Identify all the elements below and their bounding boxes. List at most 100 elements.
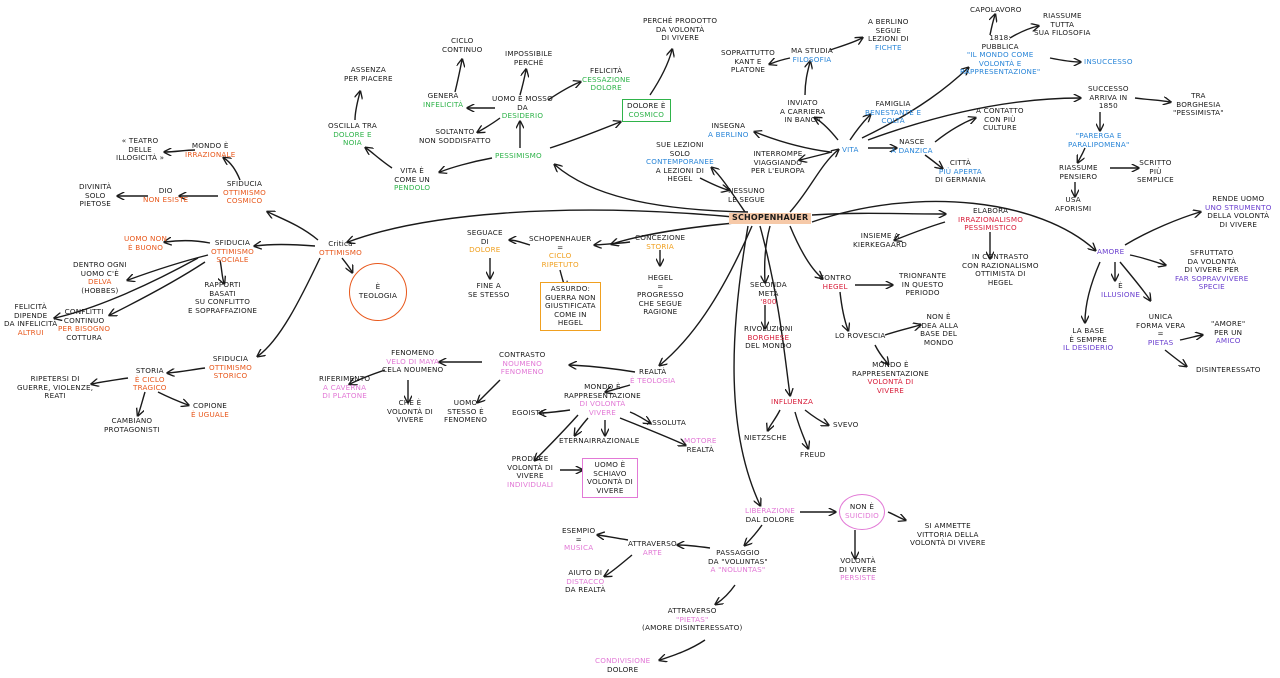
node-seconda-meta-line: SECONDA (750, 280, 787, 289)
node-center-line: SCHOPENHAUER (729, 213, 812, 224)
node-assurdo-line: HEGEL (557, 318, 583, 328)
node-mondo-rappr-line: MONDO È (872, 360, 909, 369)
node-oscilla-line: NOIA (343, 138, 362, 148)
node-e-illusione-line: ILLUSIONE (1101, 289, 1141, 299)
link-unica-amico (1179, 335, 1202, 341)
node-esempio-line: ESEMPIO (562, 526, 596, 535)
node-scritto-line: SCRITTO (1139, 158, 1172, 167)
node-teatro-line: ILLOGICITÀ » (116, 153, 165, 163)
node-famiglia-line: FAMIGLIA (875, 99, 911, 108)
node-mondo-rap2-line: RAPPRESENTAZIONE (564, 390, 641, 400)
node-liberazione-line: DAL DOLORE (745, 514, 795, 524)
node-contro-hegel-line: HEGEL (822, 281, 848, 291)
node-seguace-line: SEGUACE (467, 228, 503, 237)
node-rivoluzioni-line: DEL MONDO (745, 341, 792, 351)
node-aiuto-line: DA REALTÀ (565, 585, 606, 595)
node-rapporti-line: RAPPORTI (204, 280, 241, 289)
link-realta-contrasto (570, 365, 636, 373)
node-attraverso-arte-line: ARTE (642, 547, 662, 557)
node-riassume-pens-line: RIASSUME (1059, 163, 1098, 172)
node-la-base-line: LA BASE (1072, 326, 1105, 335)
node-fenomeno-line: FENOMENO (391, 348, 435, 357)
node-sfid-opt-stor-line: OTTIMISMO (209, 362, 252, 372)
node-contatto-line: CULTURE (982, 123, 1017, 133)
node-capolavoro-line: CAPOLAVORO (970, 5, 1022, 14)
node-center: SCHOPENHAUER (729, 213, 812, 224)
node-oscilla-line: DOLORE E (333, 129, 372, 139)
node-ripetersi-line: REATI (44, 391, 66, 401)
node-irrazionale: IRRAZIONALE (589, 436, 640, 446)
node-vita: VITA (842, 145, 859, 155)
node-elabora-line: IRRAZIONALISMO (958, 214, 1024, 224)
link-soc-felicita (55, 257, 199, 318)
node-perche-prodotto-line: DA VOLONTÀ (655, 24, 705, 34)
node-interrompe-line: INTERROMPE (753, 149, 803, 158)
node-assurdo-line: COME IN (554, 309, 587, 319)
node-rende-uomo-line: DELLA VOLONTÀ (1207, 211, 1270, 221)
link-center-contro (789, 225, 822, 278)
node-lo-rovescia: LO ROVESCIA (835, 331, 886, 341)
node-famiglia-line: BENESTANTE E (865, 107, 922, 117)
node-esempio: ESEMPIO=MUSICA (562, 526, 596, 553)
link-critica-teologia (341, 257, 352, 272)
node-attraverso-pietas: ATTRAVERSO"PIETAS"(AMORE DISINTERESSATO) (642, 606, 742, 633)
node-in-contrasto-line: IN CONTRASTO (971, 252, 1029, 261)
node-ciclo-continuo-line: CONTINUO (442, 44, 483, 54)
node-perche-prodotto-line: DI VIVERE (661, 33, 700, 43)
node-mondo-rap2-line: VIVERE (588, 407, 617, 417)
node-vita-line: VITA (842, 145, 859, 154)
node-fine-a-se-line: SE STESSO (468, 289, 510, 299)
link-nasce-citta (924, 154, 942, 168)
node-amore-amico-line: PER UN (1214, 327, 1243, 337)
node-non-idea-line: MONDO (923, 337, 954, 347)
link-sfid-mondo (224, 158, 241, 181)
node-irrazionale-line: IRRAZIONALE (589, 436, 640, 445)
link-vita-famiglia (849, 115, 870, 141)
link-center-realta (660, 225, 753, 365)
node-la-base-line: È SEMPRE (1069, 334, 1108, 344)
node-vita-pendolo-line: COME UN (394, 174, 430, 184)
node-mondo-rappr-line: VOLONTÀ DI (867, 377, 914, 387)
link-mondo-assoluta (629, 411, 650, 423)
node-la-base-line: IL DESIDERIO (1063, 343, 1114, 353)
link-uomo-felicita (547, 82, 580, 101)
node-seconda-meta-line: METÀ (758, 288, 779, 298)
node-felicita-dip-line: ALTRUI (17, 327, 44, 337)
node-disinteressato-line: DISINTERESSATO (1196, 365, 1261, 374)
node-assoluta: ASSOLUTA (647, 418, 686, 428)
node-a-berlino-line: LEZIONI DI (868, 34, 909, 44)
node-sfid-opt-stor-line: SFIDUCIA (212, 354, 249, 363)
node-svevo: SVEVO (833, 420, 858, 430)
node-sfruttato-line: DA VOLONTÀ (1187, 256, 1237, 266)
node-unica-forma-line: UNICA (1148, 312, 1173, 321)
node-cambiano-line: CAMBIANO (111, 416, 153, 425)
node-felicita-cess-line: DOLORE (590, 83, 622, 93)
node-dentro-uomo-line: DENTRO OGNI (73, 260, 127, 269)
link-vita-oscilla (366, 148, 393, 169)
